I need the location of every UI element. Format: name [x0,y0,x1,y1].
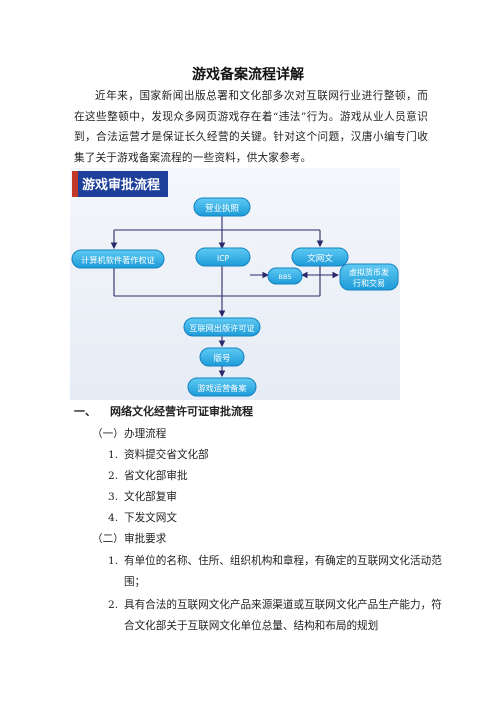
subsection-heading: （一）办理流程 [92,428,167,440]
list-item: 1.有单位的名称、住所、组织机构和章程，有确定的互联网文化活动范 [108,555,442,567]
node-isbn: 版号 [199,347,245,367]
node-license: 营业执照 [193,197,251,217]
svg-text:文网文: 文网文 [307,253,333,264]
page-title: 游戏备案流程详解 [192,67,304,83]
flowchart: 游戏审批流程 营业执照 计算机软件著作权 [70,168,400,400]
node-publish-license: 互联网出版许可证 [183,317,261,337]
svg-text:虚拟货币发: 虚拟货币发 [349,267,389,277]
svg-text:BBS: BBS [279,273,292,281]
svg-text:营业执照: 营业执照 [205,203,240,214]
list-item: 3.文化部复审 [108,491,177,503]
subsection-heading: （二）审批要求 [92,533,167,545]
node-bbs: BBS [267,267,303,285]
list-item: 4.下发文网文 [108,512,177,524]
svg-text:游戏审批流程: 游戏审批流程 [82,177,160,193]
list-item: 2.省文化部审批 [108,470,188,482]
svg-text:计算机软件著作权证: 计算机软件著作权证 [81,255,155,265]
node-icp: ICP [195,247,251,267]
list-item-continuation: 围； [124,576,146,588]
flow-connectors [110,216,340,378]
svg-text:游戏运营备案: 游戏运营备案 [197,383,246,393]
node-operation-record: 游戏运营备案 [187,377,257,397]
section-heading: 一、 网络文化经营许可证审批流程 [74,403,253,419]
section-number: 一、 [74,405,96,418]
node-software-copyright: 计算机软件著作权证 [71,249,165,269]
svg-text:ICP: ICP [217,254,229,263]
list-item: 1.资料提交省文化部 [108,449,209,461]
section-title: 网络文化经营许可证审批流程 [110,405,253,418]
node-culture-license: 文网文 [291,247,349,267]
intro-paragraph: 近年来，国家新闻出版总署和文化部多次对互联网行业进行整顿，而在这些整顿中，发现众… [74,90,428,164]
svg-text:版号: 版号 [213,353,230,364]
list-item: 2.具有合法的互联网文化产品来源渠道或互联网文化产品生产能力，符 [108,599,442,611]
flow-banner: 游戏审批流程 [72,171,168,197]
svg-text:互联网出版许可证: 互联网出版许可证 [189,323,255,333]
node-virtual-currency: 虚拟货币发 行和交易 [339,263,399,291]
list-item-continuation: 合文化部关于互联网文化单位总量、结构和布局的规划 [124,620,379,632]
svg-text:行和交易: 行和交易 [353,278,385,288]
